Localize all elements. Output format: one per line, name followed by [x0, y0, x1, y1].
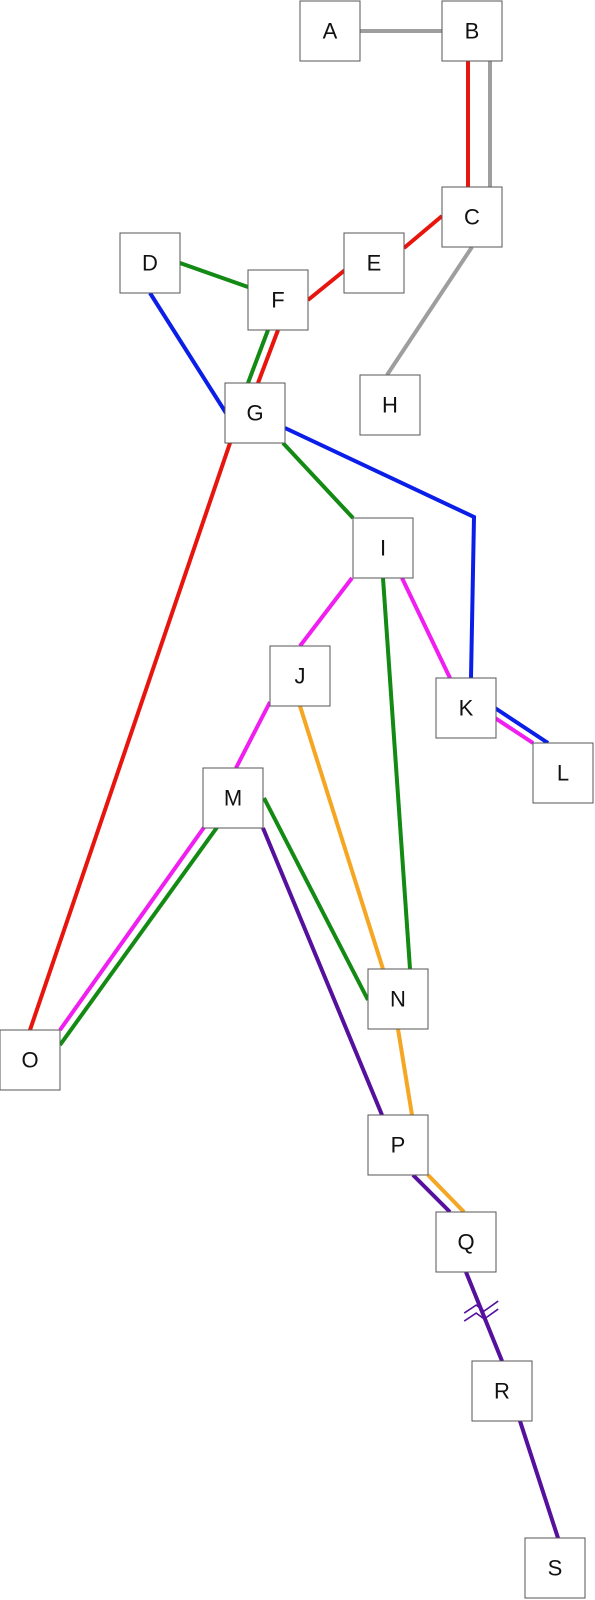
edge-m-o: [58, 824, 220, 1047]
edge-g-i: [281, 441, 355, 520]
edge-n-p: [396, 1028, 414, 1116]
node-r: R: [471, 1360, 533, 1422]
node-box: [441, 186, 503, 248]
node-b: B: [441, 0, 503, 62]
edge-c-e: [402, 214, 444, 250]
node-box: [119, 232, 181, 294]
node-n: N: [367, 968, 429, 1030]
node-p: P: [367, 1114, 429, 1176]
edge-i-k: [400, 577, 452, 679]
node-d: D: [119, 232, 181, 294]
node-box: [247, 269, 309, 331]
node-label: F: [271, 288, 284, 313]
edge-m-o: [58, 824, 207, 1032]
node-g: G: [224, 382, 286, 444]
edge-g-o: [28, 442, 232, 1031]
node-box: [471, 1360, 533, 1422]
node-box: [435, 1211, 497, 1273]
node-label: Q: [457, 1230, 474, 1255]
node-box: [0, 1029, 61, 1091]
edge-p-q: [411, 1173, 452, 1214]
edge-m-p: [261, 827, 384, 1116]
node-box: [343, 232, 405, 294]
node-f: F: [247, 269, 309, 331]
node-label: C: [464, 205, 480, 230]
node-label: B: [465, 19, 480, 44]
edge-k-l: [493, 706, 550, 745]
node-m: M: [202, 767, 264, 829]
node-i: I: [352, 517, 414, 579]
node-l: L: [532, 742, 594, 804]
node-box: [367, 1114, 429, 1176]
edge-c-h: [385, 245, 474, 377]
edge-i-n: [381, 577, 412, 970]
node-label: A: [323, 19, 338, 44]
node-k: K: [435, 677, 497, 739]
edge-d-f: [179, 261, 249, 289]
node-label: K: [459, 696, 474, 721]
node-label: N: [390, 987, 406, 1012]
line-break-marker: [463, 1300, 499, 1322]
node-label: O: [21, 1048, 38, 1073]
node-e: E: [343, 232, 405, 294]
node-label: L: [557, 761, 569, 786]
node-box: [367, 968, 429, 1030]
edge-m-n: [262, 797, 370, 1001]
edge-f-g: [246, 329, 270, 384]
node-label: J: [295, 664, 306, 689]
node-box: [532, 742, 594, 804]
node-label: H: [382, 393, 398, 418]
node-j: J: [269, 645, 331, 707]
node-label: I: [380, 536, 386, 561]
node-box: [441, 0, 503, 62]
node-box: [269, 645, 331, 707]
edge-e-f: [306, 268, 347, 302]
edge-g-k: [284, 426, 477, 679]
edge-i-j: [298, 576, 354, 648]
node-box: [524, 1537, 586, 1599]
edge-r-s: [518, 1420, 560, 1539]
node-label: G: [246, 401, 263, 426]
edges-layer: [28, 29, 560, 1539]
edge-q-r: [464, 1271, 504, 1362]
edge-k-l: [490, 714, 535, 745]
edge-p-q: [426, 1173, 466, 1214]
edge-j-m: [234, 701, 272, 769]
node-box: [359, 374, 421, 436]
edge-j-n: [298, 705, 385, 970]
node-q: Q: [435, 1211, 497, 1273]
node-c: C: [441, 186, 503, 248]
node-label: S: [548, 1556, 563, 1581]
node-box: [299, 0, 361, 62]
node-s: S: [524, 1537, 586, 1599]
edge-d-g: [148, 291, 228, 415]
node-h: H: [359, 374, 421, 436]
node-o: O: [0, 1029, 61, 1091]
node-box: [435, 677, 497, 739]
node-box: [224, 382, 286, 444]
node-box: [352, 517, 414, 579]
node-a: A: [299, 0, 361, 62]
node-label: D: [142, 251, 158, 276]
node-label: M: [224, 786, 242, 811]
node-label: R: [494, 1379, 510, 1404]
node-box: [202, 767, 264, 829]
node-label: P: [391, 1133, 406, 1158]
node-label: E: [367, 251, 382, 276]
edge-f-g: [256, 329, 280, 384]
